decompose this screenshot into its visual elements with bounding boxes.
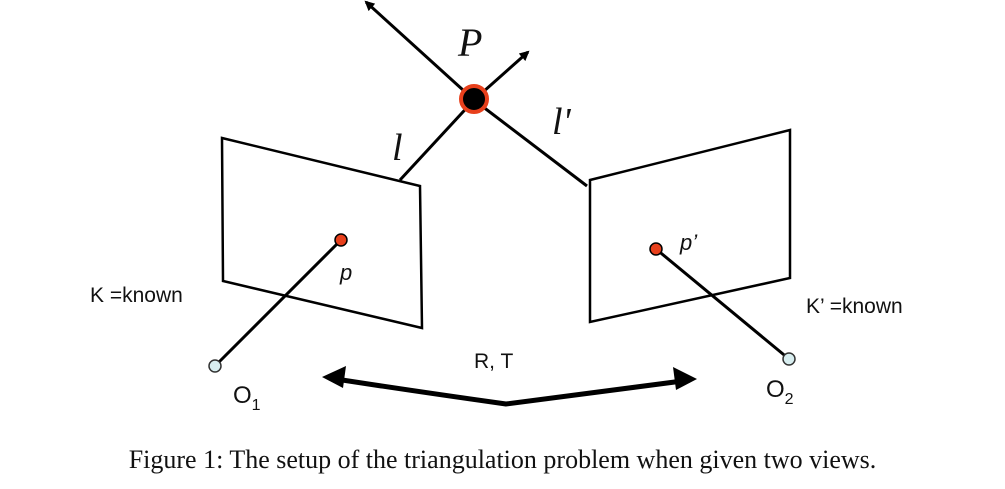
projection-p	[334, 233, 348, 247]
right-image-plane	[588, 128, 792, 324]
label-o2-base: O	[766, 376, 785, 403]
left-image-plane	[220, 136, 424, 330]
arrow-ray-left-extension	[364, 0, 476, 102]
ray-left	[398, 98, 476, 182]
line-o1-to-p	[213, 238, 343, 368]
rt-arrowhead-right	[673, 367, 697, 390]
label-o2-subscript: 2	[785, 391, 794, 408]
rt-arrowhead-left	[322, 366, 346, 388]
triangulation-diagram: P l l' p p’ K =known K’ =known R, T O1 O…	[90, 0, 903, 414]
label-o1-base: O	[233, 382, 252, 409]
label-ray-l-prime: l'	[552, 101, 572, 143]
label-projection-p-prime: p’	[679, 230, 698, 255]
rt-double-arrow	[328, 375, 691, 407]
figure-caption: Figure 1: The setup of the triangulation…	[128, 445, 877, 474]
label-o1: O1	[233, 382, 261, 414]
projection-p-prime	[649, 242, 663, 256]
line-o2-to-p-prime	[655, 247, 790, 361]
label-k-prime-known: K’ =known	[806, 295, 903, 318]
label-k-known: K =known	[90, 284, 183, 307]
ray-right	[473, 98, 588, 188]
camera-center-o1	[208, 359, 222, 373]
camera-center-o2	[782, 352, 796, 366]
point-p	[459, 84, 489, 114]
label-projection-p: p	[339, 260, 352, 285]
label-rt: R, T	[474, 350, 513, 373]
label-o1-subscript: 1	[252, 397, 261, 414]
label-o2: O2	[766, 376, 794, 408]
label-point-p: P	[457, 20, 482, 65]
label-ray-l: l	[392, 127, 403, 169]
